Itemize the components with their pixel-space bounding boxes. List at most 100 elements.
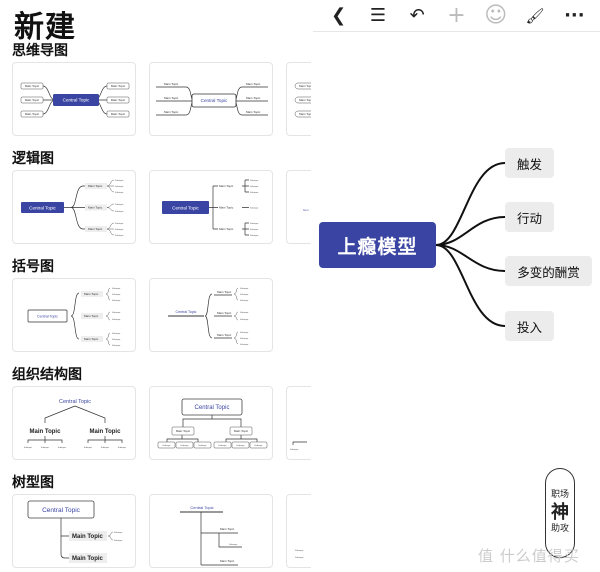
thumbnail-label: Subtopic	[112, 338, 121, 341]
thumbnail-label: Subtopic	[236, 444, 245, 447]
thumbnail-label: Central Topic	[172, 206, 199, 211]
section-org-chart: 组织结构图	[12, 367, 82, 383]
template-org-1[interactable]: Central Topic Main Topic Main Topic Subto…	[12, 386, 136, 460]
thumbnail-label: Subtopic	[112, 311, 121, 314]
thumbnail-label: Main Topic	[72, 556, 104, 562]
thumbnail-label: Subtopic	[101, 446, 110, 449]
template-org-3[interactable]: Subtopic	[286, 386, 311, 460]
thumbnail-label: Main Topic	[219, 227, 234, 231]
thumbnail-label: Subtopic	[218, 444, 227, 447]
thumbnail-label: Subtopic	[240, 331, 249, 334]
thumbnail-label: Main Topic	[72, 534, 104, 540]
branch-topic[interactable]: 投入	[505, 311, 554, 341]
stamp-text: 神	[551, 502, 569, 524]
thumbnail-label: Subtopic	[84, 446, 93, 449]
thumbnail-label: Main Topic	[111, 84, 126, 88]
thumbnail-label: Central Topic	[190, 505, 213, 510]
mindmap-editor: ❮ ☰ ↶ + ☺ 🖌 ··· 上瘾模型 触发 行动 多变的酬赏 投入	[313, 0, 600, 572]
site-watermark: 值 什么值得买	[478, 547, 580, 565]
thumbnail-label: Main Topic	[84, 292, 99, 296]
central-topic[interactable]: 上瘾模型	[319, 222, 436, 268]
template-org-2[interactable]: Central Topic Main Topic Main Topic Subto…	[149, 386, 273, 460]
thumbnail-label: Subtopic	[115, 185, 124, 188]
more-icon[interactable]: ···	[564, 5, 585, 26]
add-icon[interactable]: +	[447, 3, 466, 28]
thumbnail-label: Subtopic	[180, 444, 189, 447]
thumbnail-label: Central Topic	[42, 507, 81, 514]
section-mind-map: 思维导图	[12, 43, 68, 59]
template-logic-3[interactable]: Cen	[286, 170, 311, 244]
thumbnail-label: Subtopic	[240, 337, 249, 340]
back-icon[interactable]: ❮	[331, 5, 347, 26]
mindmap-connectors	[435, 162, 506, 327]
outline-list-icon[interactable]: ☰	[369, 5, 386, 26]
thumbnail-label: Central Topic	[201, 98, 228, 103]
thumbnail-label: Central Topic	[29, 205, 56, 210]
thumbnail-label: Subtopic	[112, 293, 121, 296]
thumbnail-label: Main Topic	[25, 84, 40, 88]
thumbnail-label: Subtopic	[115, 228, 124, 231]
thumbnail-label: Main Topic	[84, 314, 99, 318]
thumbnail-label: Main Topic	[219, 184, 234, 188]
thumbnail-label: Main Topic	[84, 337, 99, 341]
thumbnail-label: Main Topic	[164, 82, 179, 86]
thumbnail-label: Main Topic	[111, 98, 126, 102]
emoji-icon[interactable]: ☺	[484, 3, 508, 28]
thumbnail-label: Subtopic	[198, 444, 207, 447]
thumbnail-label: Main Topic	[234, 429, 249, 433]
thumbnail-label: Main Topic	[88, 206, 103, 210]
branch-topic[interactable]: 触发	[505, 148, 554, 178]
section-tree-chart: 树型图	[12, 475, 54, 491]
branch-topic[interactable]: 多变的酬赏	[505, 256, 592, 286]
thumbnail-label: Subtopic	[114, 531, 123, 534]
thumbnail-label: Subtopic	[112, 318, 121, 321]
thumbnail-label: Cen	[303, 208, 309, 212]
undo-icon[interactable]: ↶	[409, 5, 425, 26]
thumbnail-label: Subtopic	[250, 222, 259, 225]
thumbnail-label: Subtopic	[250, 207, 259, 210]
thumbnail-label: Main Topic	[176, 429, 191, 433]
thumbnail-label: Central Topic	[59, 399, 91, 405]
thumbnail-label: Subtopic	[115, 234, 124, 237]
thumbnail-label: Subtopic	[115, 203, 124, 206]
thumbnail-label: Subtopic	[229, 543, 238, 546]
thumbnail-label: Main Topic	[299, 84, 311, 88]
stamp-text: 职场	[550, 490, 569, 501]
format-brush-icon[interactable]: 🖌	[525, 6, 545, 25]
branch-topic[interactable]: 行动	[505, 202, 554, 232]
thumbnail-label: Central Topic	[37, 315, 58, 319]
thumbnail-label: Subtopic	[114, 539, 123, 542]
stamp-text: 助攻	[550, 523, 569, 534]
thumbnail-label: Main Topic	[220, 527, 235, 531]
thumbnail-label: Central Topic	[176, 310, 197, 314]
thumbnail-label: Subtopic	[112, 299, 121, 302]
thumbnail-label: Main Topic	[90, 429, 122, 435]
thumbnail-label: Central Topic	[195, 405, 230, 411]
thumbnail-label: Main Topic	[219, 206, 234, 210]
section-brace-map: 括号图	[12, 259, 54, 275]
thumbnail-label: Subtopic	[115, 191, 124, 194]
editor-toolbar: ❮ ☰ ↶ + ☺ 🖌 ···	[313, 0, 600, 32]
thumbnail-label: Subtopic	[295, 549, 304, 552]
thumbnail-label: Main Topic	[164, 110, 179, 114]
thumbnail-label: Subtopic	[250, 234, 259, 237]
thumbnail-label: Main Topic	[111, 112, 126, 116]
thumbnail-label: Main Topic	[246, 110, 261, 114]
thumbnail-label: Main Topic	[30, 429, 62, 435]
thumbnail-label: Subtopic	[115, 179, 124, 182]
thumbnail-label: Subtopic	[112, 332, 121, 335]
thumbnail-label: Subtopic	[162, 444, 171, 447]
thumbnail-label: Subtopic	[112, 344, 121, 347]
thumbnail-label: Main Topic	[88, 227, 103, 231]
